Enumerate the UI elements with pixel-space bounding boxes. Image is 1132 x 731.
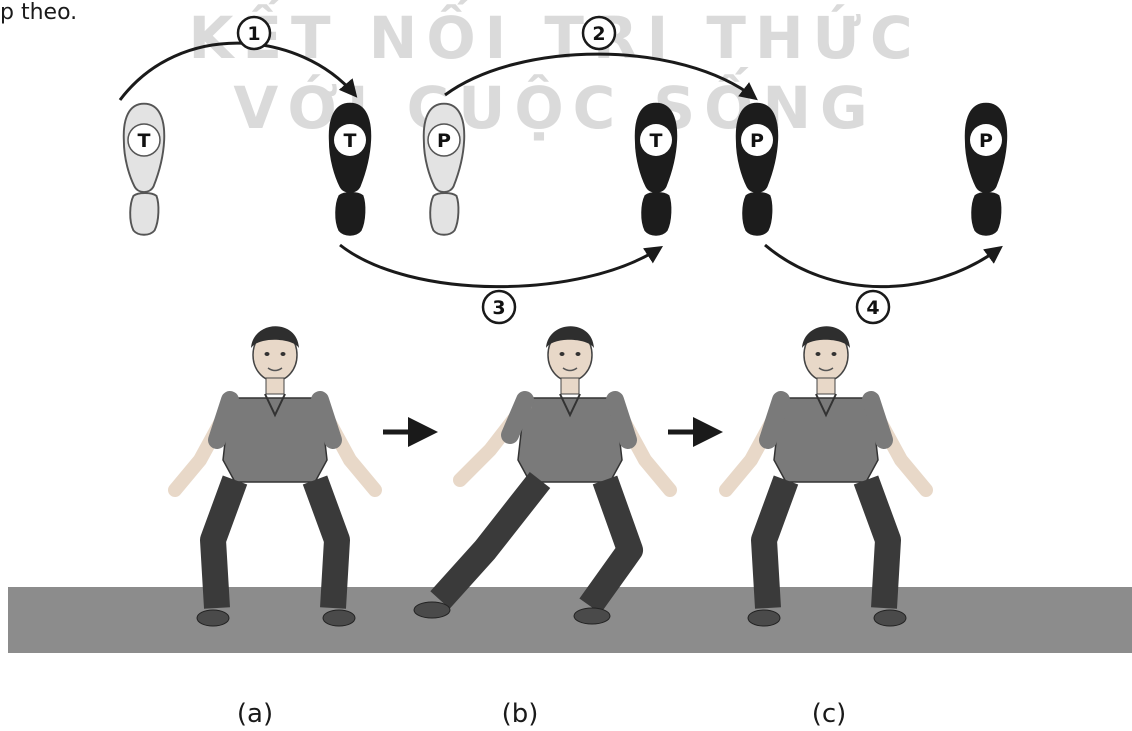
- dancer-figure-a: [168, 325, 382, 627]
- caption-a: (a): [237, 699, 273, 729]
- step-number-4: 4: [866, 297, 879, 319]
- dancer-figure-c: [719, 325, 933, 627]
- footprint-label: T: [344, 130, 357, 152]
- footprint-label: P: [750, 130, 764, 152]
- footprint-2: T: [328, 102, 372, 236]
- footprint-label: P: [437, 130, 451, 152]
- step-arrow-2: [444, 52, 758, 101]
- dancer-figure-b: [413, 325, 677, 625]
- footprint-label: P: [979, 130, 993, 152]
- floor: [8, 587, 1132, 653]
- footprint-label: T: [138, 130, 151, 152]
- caption-b: (b): [502, 699, 539, 729]
- footprint-4: T: [634, 102, 678, 236]
- step-number-3: 3: [492, 297, 505, 319]
- step-badge-4: 4: [855, 289, 891, 325]
- watermark: KẾT NỐI TRI THỨC VỚI CUỘC SỐNG: [188, 0, 921, 142]
- step-arrow-4: [764, 243, 1003, 289]
- step-badge-3: 3: [481, 289, 517, 325]
- step-arrow-3: [339, 243, 664, 289]
- footprint-1: T: [122, 102, 166, 236]
- step-arrows: [118, 41, 1003, 289]
- intro-text-fragment: p theo.: [0, 0, 78, 25]
- watermark-line-1: KẾT NỐI TRI THỨC: [188, 0, 921, 72]
- step-arrow-1: [118, 41, 358, 101]
- step-number-1: 1: [247, 23, 260, 45]
- footprint-6: P: [964, 102, 1008, 236]
- caption-c: (c): [812, 699, 847, 729]
- footprint-3: P: [422, 102, 466, 236]
- footprint-label: T: [650, 130, 663, 152]
- step-number-2: 2: [592, 23, 605, 45]
- step-badge-1: 1: [236, 15, 272, 51]
- footprint-5: P: [735, 102, 779, 236]
- step-badge-2: 2: [581, 15, 617, 51]
